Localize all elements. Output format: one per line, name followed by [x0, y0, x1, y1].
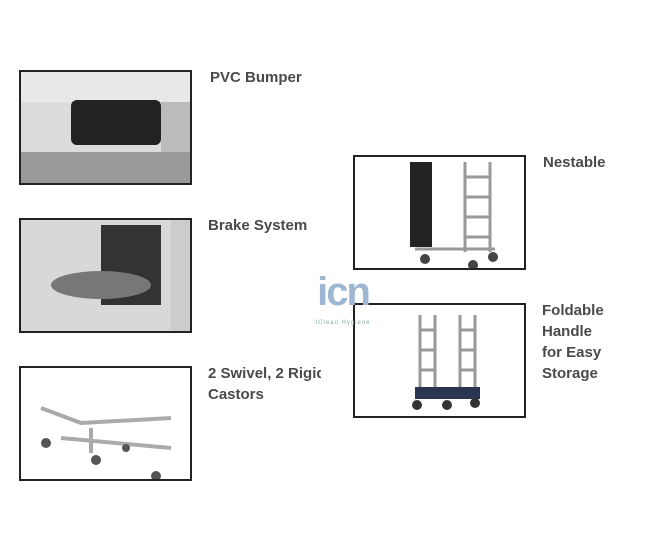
brake-system-label: Brake System [208, 217, 308, 234]
watermark: icn IClean Hygiene [283, 268, 403, 328]
brake-system-photo [19, 218, 192, 333]
castors-label-text: 2 Swivel, 2 Rigid Castors [208, 365, 321, 403]
foldable-photo [353, 303, 526, 418]
pvc-bumper-photo [19, 70, 192, 185]
pvc-bumper-label: PVC Bumper [210, 69, 302, 86]
nestable-photo [353, 155, 526, 270]
castors-photo [19, 366, 192, 481]
nestable-label: Nestable [543, 154, 606, 171]
foldable-label: Foldable Handle for Easy Storage [542, 302, 604, 382]
castors-label: 2 Swivel, 2 Rigid Castors [208, 363, 321, 405]
watermark-tagline: IClean Hygiene [315, 320, 371, 326]
watermark-logo: icn [317, 270, 371, 314]
